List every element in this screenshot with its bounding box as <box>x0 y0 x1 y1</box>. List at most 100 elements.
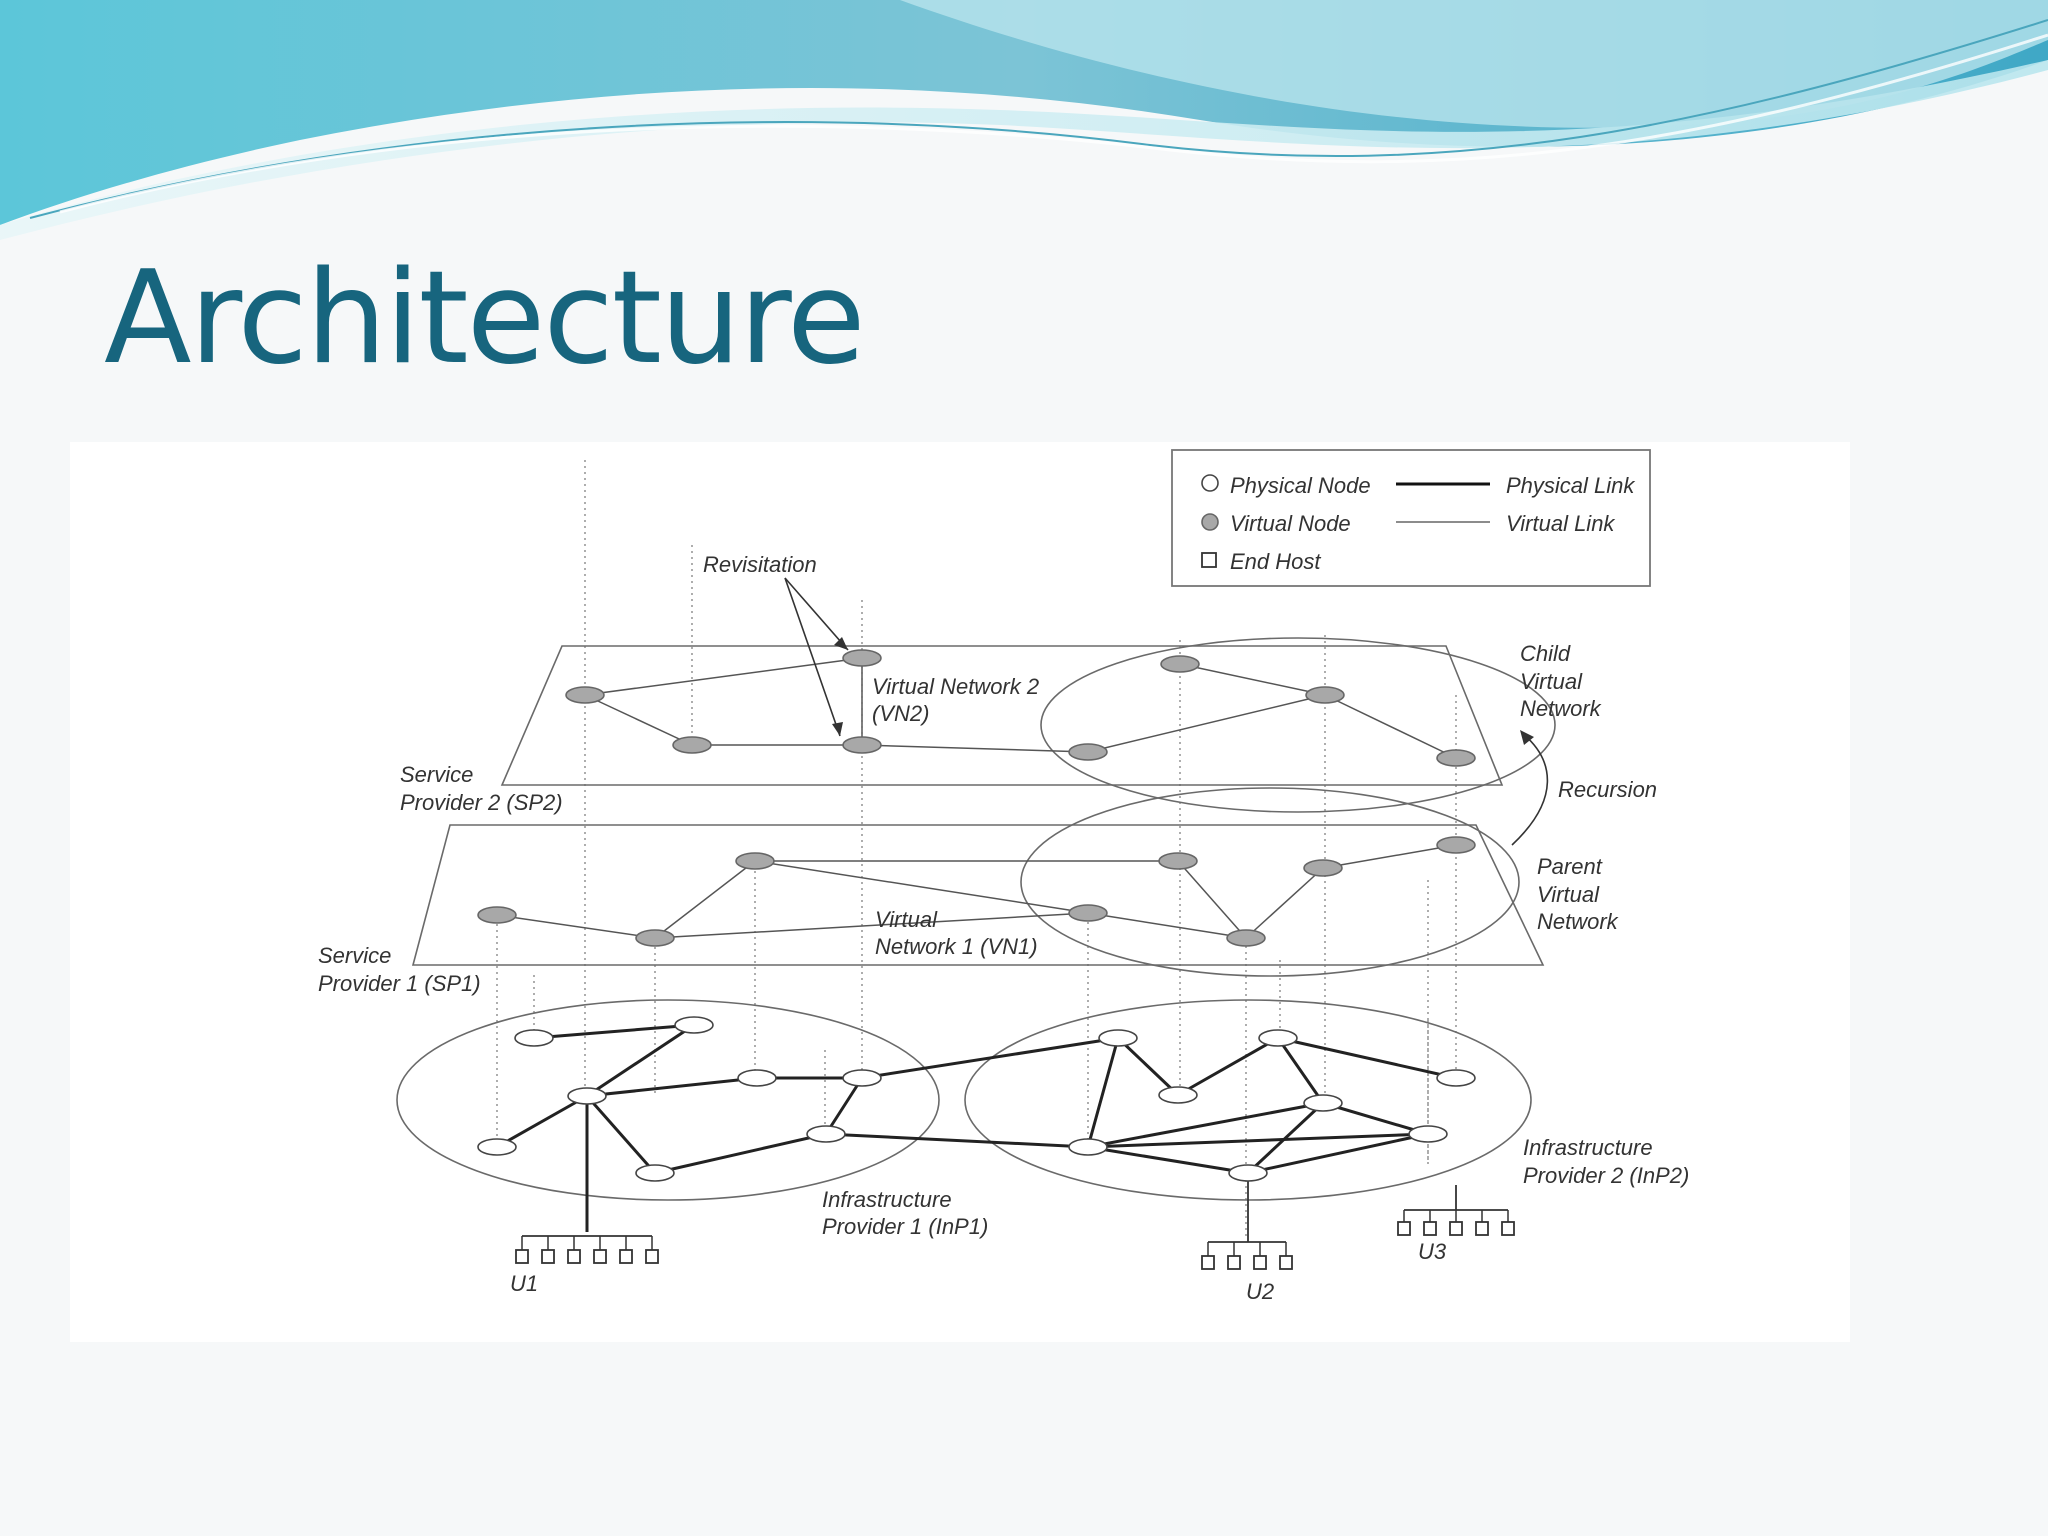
vn1-label-line2: Network 1 (VN1) <box>875 934 1038 959</box>
revisitation-label: Revisitation <box>703 552 817 577</box>
physical-node <box>1098 1029 1138 1047</box>
virtual-node <box>477 906 517 924</box>
header-wave-banner <box>0 0 2048 240</box>
end-host <box>515 1249 529 1264</box>
virtual-node <box>842 736 882 754</box>
physical-node <box>842 1069 882 1087</box>
vn2-virtual-links <box>584 657 1457 759</box>
virtual-node <box>1068 904 1108 922</box>
end-host <box>1397 1221 1411 1236</box>
virtual-node <box>1436 749 1476 767</box>
virtual-node <box>1436 836 1476 854</box>
sp1-label-line2: Provider 1 (SP1) <box>318 971 481 996</box>
legend-end-host-label: End Host <box>1230 549 1321 574</box>
end-host <box>1227 1255 1241 1270</box>
virtual-node <box>672 736 712 754</box>
inp2-physical-links <box>1086 1036 1457 1175</box>
end-host <box>1501 1221 1515 1236</box>
legend-virtual-node-icon <box>1201 513 1219 531</box>
child-vn-label-line3: Network <box>1520 696 1602 721</box>
end-host <box>1475 1221 1489 1236</box>
u1-label: U1 <box>510 1271 538 1296</box>
inp1-label-line2: Provider 1 (InP1) <box>822 1214 988 1239</box>
child-virtual-network-ellipse <box>1040 637 1556 813</box>
slide-title: Architecture <box>104 244 866 393</box>
virtual-node <box>1068 743 1108 761</box>
sp1-plane <box>411 824 1545 966</box>
virtual-network-architecture-diagram: Physical Node Virtual Node End Host Phys… <box>318 449 1689 1304</box>
end-host <box>645 1249 659 1264</box>
physical-node <box>1228 1164 1268 1182</box>
legend-virtual-node-label: Virtual Node <box>1230 511 1351 536</box>
physical-node <box>635 1164 675 1182</box>
physical-node <box>514 1029 554 1047</box>
end-host <box>1279 1255 1293 1270</box>
parent-vn-label-line3: Network <box>1537 909 1619 934</box>
sp1-label-line1: Service <box>318 943 391 968</box>
vn1-virtual-nodes <box>477 836 1476 947</box>
end-host <box>1253 1255 1267 1270</box>
physical-node <box>1408 1125 1448 1143</box>
virtual-node <box>1226 929 1266 947</box>
virtual-node <box>735 852 775 870</box>
end-host <box>619 1249 633 1264</box>
inp2-label-line2: Provider 2 (InP2) <box>1523 1163 1689 1188</box>
recursion-arrow <box>1511 730 1549 846</box>
physical-node <box>1258 1029 1298 1047</box>
legend-physical-node-label: Physical Node <box>1230 473 1371 498</box>
physical-node <box>737 1069 777 1087</box>
physical-node <box>674 1016 714 1034</box>
virtual-node <box>1303 859 1343 877</box>
end-host <box>541 1249 555 1264</box>
legend: Physical Node Virtual Node End Host Phys… <box>1171 449 1651 587</box>
virtual-node <box>1158 852 1198 870</box>
physical-node <box>1068 1138 1108 1156</box>
recursion-label: Recursion <box>1558 777 1657 802</box>
end-host <box>1201 1255 1215 1270</box>
physical-nodes <box>477 1016 1476 1182</box>
u2-label: U2 <box>1246 1279 1274 1304</box>
physical-node <box>1303 1094 1343 1112</box>
legend-end-host-icon <box>1201 552 1217 568</box>
child-vn-label-line1: Child <box>1520 641 1571 666</box>
vn2-virtual-nodes <box>565 649 1476 767</box>
legend-physical-node-icon <box>1201 474 1219 492</box>
physical-node <box>477 1138 517 1156</box>
legend-physical-link-label: Physical Link <box>1506 473 1635 498</box>
physical-node <box>567 1087 607 1105</box>
sp2-label-line1: Service <box>400 762 473 787</box>
virtual-node <box>1160 655 1200 673</box>
vn2-label-line2: (VN2) <box>872 701 929 726</box>
parent-vn-label-line1: Parent <box>1537 854 1603 879</box>
legend-box <box>1171 449 1651 587</box>
virtual-node <box>1305 686 1345 704</box>
inp1-ellipse <box>396 999 940 1201</box>
vn1-label-line1: Virtual <box>875 907 938 932</box>
physical-node <box>1436 1069 1476 1087</box>
end-host <box>1449 1221 1463 1236</box>
legend-virtual-link-label: Virtual Link <box>1506 511 1615 536</box>
virtual-node <box>842 649 882 667</box>
inp1-label-line1: Infrastructure <box>822 1187 952 1212</box>
parent-vn-label-line2: Virtual <box>1537 882 1600 907</box>
end-host <box>593 1249 607 1264</box>
sp2-label-line2: Provider 2 (SP2) <box>400 790 563 815</box>
sp2-plane <box>500 645 1504 786</box>
virtual-node <box>565 686 605 704</box>
u3-host-tree <box>1397 1185 1515 1236</box>
end-host <box>1423 1221 1437 1236</box>
end-host <box>567 1249 581 1264</box>
parent-virtual-network-ellipse <box>1020 787 1520 977</box>
physical-node <box>1158 1086 1198 1104</box>
revisitation-arrows <box>784 577 849 737</box>
u2-host-tree <box>1201 1173 1293 1270</box>
architecture-figure: Physical Node Virtual Node End Host Phys… <box>70 442 1850 1342</box>
inp2-label-line1: Infrastructure <box>1523 1135 1653 1160</box>
physical-node <box>806 1125 846 1143</box>
child-vn-label-line2: Virtual <box>1520 669 1583 694</box>
vn1-virtual-links <box>496 844 1457 939</box>
projection-lines <box>496 460 1457 1240</box>
u1-host-tree <box>515 1096 659 1264</box>
vn2-label-line1: Virtual Network 2 <box>872 674 1039 699</box>
